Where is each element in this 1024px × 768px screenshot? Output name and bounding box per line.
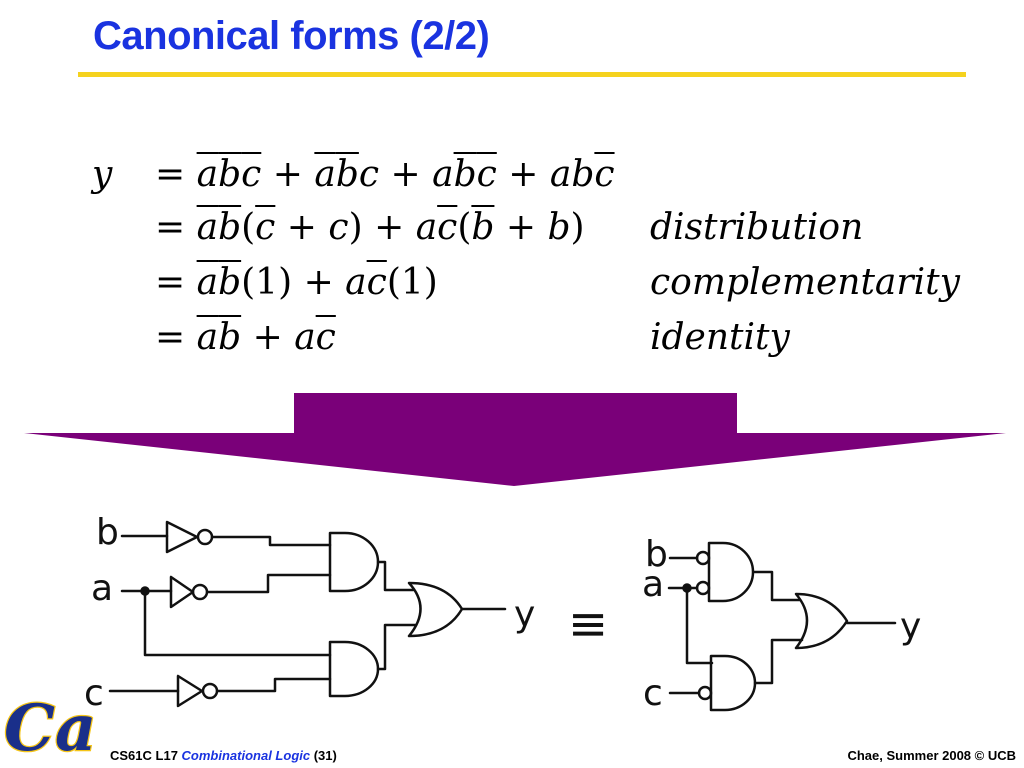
input-label-c: c — [84, 673, 104, 714]
or-gate-right — [794, 592, 849, 650]
circuit-right — [667, 541, 897, 712]
and-gate-lower — [328, 640, 380, 698]
footer-topic: Combinational Logic — [181, 748, 311, 763]
input-label-c-right: c — [643, 673, 663, 714]
footer-left: CS61C L17 Combinational Logic (31) — [110, 748, 337, 763]
footer-right: Chae, Summer 2008 © UCB — [847, 748, 1016, 763]
justification-complementarity: complementarity — [650, 262, 960, 303]
and-gate-upper-right — [707, 541, 755, 603]
and-gate-lower-right — [709, 654, 757, 712]
inverter-c — [176, 674, 204, 708]
title-underline — [78, 72, 966, 77]
circuit-left — [108, 520, 507, 708]
output-label-y: y — [514, 594, 535, 635]
justification-distribution: distribution — [650, 207, 864, 248]
and-gate-upper — [328, 531, 380, 593]
inverter-b — [165, 520, 199, 554]
slide-title: Canonical forms (2/2) — [93, 14, 490, 58]
equivalence-symbol: ≡ — [568, 596, 608, 652]
equation-line-3: = ab(1) + ac(1) — [155, 262, 438, 303]
output-label-y-right: y — [900, 606, 921, 647]
cal-logo-icon: Ca — [3, 690, 98, 768]
input-label-b-right: b — [645, 534, 668, 575]
footer-page: (31) — [310, 748, 337, 763]
equation-line-4: = ab + ac — [155, 317, 336, 358]
inverter-a — [169, 575, 195, 609]
input-label-a: a — [91, 568, 113, 609]
justification-identity: identity — [650, 317, 790, 358]
svg-text:Ca: Ca — [4, 691, 96, 766]
input-label-a-right: a — [642, 564, 664, 605]
or-gate — [407, 581, 464, 638]
footer-course: CS61C L17 — [110, 748, 182, 763]
input-label-b: b — [96, 512, 119, 553]
down-arrow-icon — [24, 393, 1006, 486]
equation-line-2: = ab(c + c) + ac(b + b) — [155, 207, 585, 248]
equation-line-1: = abc + abc + abc + abc — [155, 154, 615, 195]
equation-lhs: y — [92, 154, 113, 195]
